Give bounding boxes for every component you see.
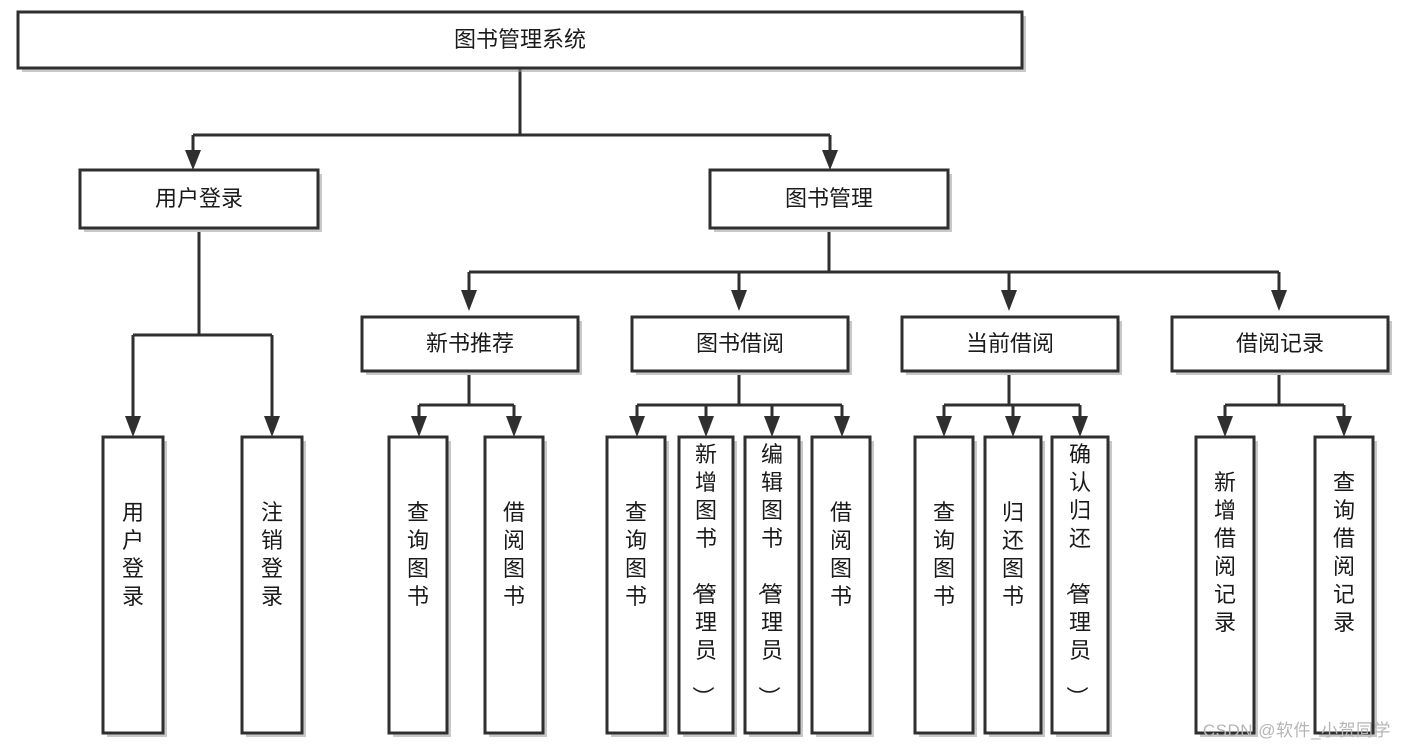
root-box — [16, 10, 1024, 70]
new-book-recommend-box — [360, 315, 580, 373]
node-new-book-recommend[interactable]: 新书推荐 — [360, 315, 582, 375]
arrow-head-leaf-current-borrow-0 — [936, 416, 952, 437]
leaf-box — [983, 435, 1043, 735]
leaf-label: 编辑图书（管理员） — [756, 442, 783, 708]
user-login-label: 用户登录 — [155, 186, 243, 211]
leaf-box — [913, 435, 975, 735]
arrow-head-leaf-user-login-1 — [264, 416, 280, 437]
leaf-node[interactable]: 确认归还（管理员） — [1050, 435, 1112, 737]
new-book-recommend-label: 新书推荐 — [426, 331, 514, 356]
node-borrow-record[interactable]: 借阅记录 — [1170, 315, 1392, 375]
leaf-node[interactable]: 查询图书 — [913, 435, 977, 737]
leaf-node[interactable]: 注销登录 — [240, 435, 306, 737]
leaf-label: 查询图书 — [625, 500, 647, 609]
leaf-box — [101, 435, 165, 735]
arrow-head-leaf-user-login-0 — [125, 416, 141, 437]
leaf-box — [605, 435, 667, 735]
arrow-head-leaf-new-book-1 — [506, 416, 522, 437]
leaf-label: 借阅图书 — [503, 500, 525, 609]
arrow-head-leaf-current-borrow-1 — [1005, 416, 1021, 437]
leaf-node[interactable]: 编辑图书（管理员） — [743, 435, 803, 737]
leaf-node[interactable]: 查询图书 — [387, 435, 451, 737]
leaf-box — [1194, 435, 1256, 735]
leaf-box — [1313, 435, 1375, 735]
leaf-label: 新增借阅记录 — [1214, 470, 1236, 635]
node-root[interactable]: 图书管理系统 — [16, 10, 1026, 72]
leaf-node[interactable]: 查询图书 — [605, 435, 669, 737]
book-borrow-label: 图书借阅 — [696, 331, 784, 356]
leaf-label: 查询借阅记录 — [1333, 470, 1355, 635]
arrow-head-leaf-book-borrow-2 — [764, 416, 780, 437]
node-book-management[interactable]: 图书管理 — [708, 168, 952, 232]
arrow-head-leaf-book-borrow-3 — [834, 416, 850, 437]
leaf-label: 用户登录 — [122, 500, 144, 609]
leaf-box — [743, 435, 801, 735]
leaf-label: 查询图书 — [933, 500, 955, 609]
arrow-head-leaf-borrow-record-0 — [1217, 416, 1233, 437]
arrow-head-leaf-borrow-record-1 — [1336, 416, 1352, 437]
book-management-box — [708, 168, 950, 230]
leaf-box — [677, 435, 735, 735]
leaf-node[interactable]: 用户登录 — [101, 435, 167, 737]
arrow-head-leaf-current-borrow-2 — [1072, 416, 1088, 437]
connector-layer — [125, 68, 1352, 437]
leaf-box — [1050, 435, 1110, 735]
leaf-node[interactable]: 借阅图书 — [810, 435, 874, 737]
leaf-label: 查询图书 — [407, 500, 429, 609]
node-current-borrow[interactable]: 当前借阅 — [900, 315, 1122, 375]
node-book-borrow[interactable]: 图书借阅 — [630, 315, 852, 375]
node-user-login[interactable]: 用户登录 — [78, 168, 322, 232]
current-borrow-box — [900, 315, 1120, 373]
leaf-node[interactable]: 借阅图书 — [483, 435, 547, 737]
current-borrow-label: 当前借阅 — [966, 331, 1054, 356]
borrow-record-box — [1170, 315, 1390, 373]
leaf-node[interactable]: 新增借阅记录 — [1194, 435, 1258, 737]
leaf-box — [483, 435, 545, 735]
arrow-head-leaf-new-book-0 — [411, 416, 427, 437]
user-login-box — [78, 168, 320, 230]
leaf-box — [810, 435, 872, 735]
leaf-box — [240, 435, 304, 735]
arrow-head-current-borrow — [1001, 290, 1017, 311]
leaf-box — [387, 435, 449, 735]
arrow-head-book-mgmt — [822, 150, 838, 170]
leaf-label: 注销登录 — [261, 500, 283, 609]
leaf-label: 借阅图书 — [830, 500, 852, 609]
csdn-watermark: CSDN @软件_小贺同学 — [1202, 721, 1391, 740]
leaf-label: 归还图书 — [1002, 500, 1024, 609]
leaf-label: 确认归还（管理员） — [1064, 442, 1091, 708]
arrow-head-leaf-book-borrow-0 — [629, 416, 645, 437]
arrow-head-borrow-record — [1271, 290, 1287, 311]
book-borrow-box — [630, 315, 850, 373]
leaf-node[interactable]: 归还图书 — [983, 435, 1045, 737]
book-management-label: 图书管理 — [785, 186, 873, 211]
arrow-head-book-borrow — [731, 290, 747, 311]
leaf-node[interactable]: 查询借阅记录 — [1313, 435, 1377, 737]
arrow-head-user-login — [185, 150, 201, 170]
leaf-label: 新增图书（管理员） — [690, 442, 717, 708]
root-label: 图书管理系统 — [454, 27, 586, 52]
borrow-record-label: 借阅记录 — [1236, 331, 1324, 356]
arrow-head-new-book — [461, 290, 477, 311]
leaf-node[interactable]: 新增图书（管理员） — [677, 435, 737, 737]
arrow-head-leaf-book-borrow-1 — [698, 416, 714, 437]
